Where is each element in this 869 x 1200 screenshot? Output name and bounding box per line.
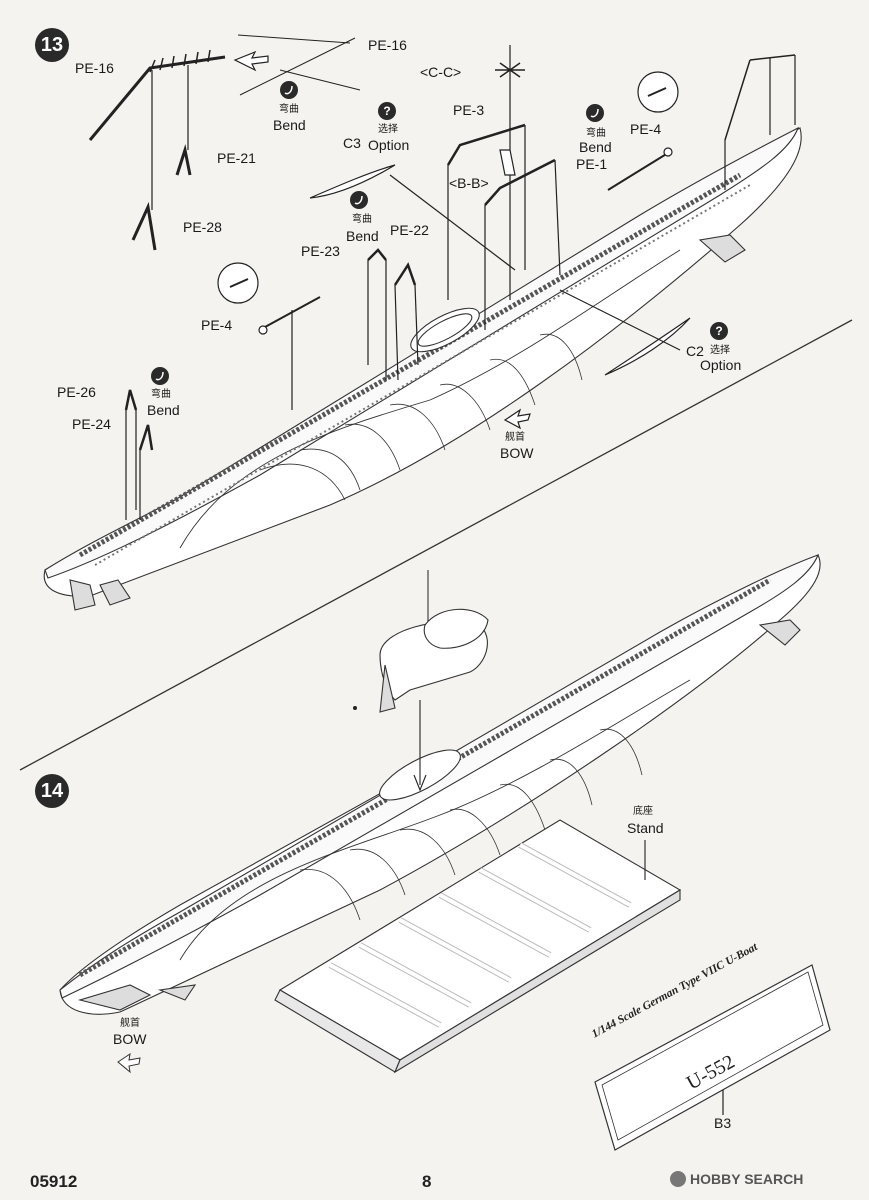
- bow1-cn: 舰首: [505, 432, 525, 443]
- bend2-en: Bend: [579, 139, 612, 155]
- label-pe1: PE-1: [576, 156, 608, 172]
- step-divider: [19, 319, 853, 771]
- step-13-number: 13: [35, 28, 69, 62]
- bend3-en: Bend: [346, 228, 379, 244]
- label-pe4-left: PE-4: [201, 317, 233, 333]
- c2-option-en: Option: [700, 357, 742, 373]
- step13-parts: [88, 34, 796, 520]
- label-pe24: PE-24: [72, 416, 111, 432]
- label-pe3: PE-3: [453, 102, 485, 118]
- submarine-step13: [43, 126, 802, 611]
- conning-tower: [379, 570, 489, 792]
- stand-base: [274, 819, 682, 1074]
- stand-en: Stand: [627, 820, 664, 836]
- label-c2: C2: [686, 343, 704, 359]
- label-pe21: PE-21: [217, 150, 256, 166]
- label-pe28: PE-28: [183, 219, 222, 235]
- label-c3: C3: [343, 135, 361, 151]
- label-b3: B3: [714, 1115, 732, 1131]
- label-pe22: PE-22: [390, 222, 429, 238]
- bend1-en: Bend: [273, 117, 306, 133]
- label-pe4-top: PE-4: [630, 121, 662, 137]
- c3-option-en: Option: [368, 137, 410, 153]
- label-cc-section: <C-C>: [420, 64, 462, 80]
- watermark-logo-icon: [670, 1171, 686, 1187]
- label-bb-section: <B-B>: [449, 175, 489, 191]
- nameplate-b3: [594, 964, 831, 1151]
- bow2-en: BOW: [113, 1031, 147, 1047]
- step-14-number: 14: [35, 774, 69, 808]
- stand-cn: 底座: [633, 806, 653, 817]
- bow1-en: BOW: [500, 445, 534, 461]
- c2-option-cn: 选择: [710, 345, 730, 356]
- bend2-cn: 弯曲: [586, 128, 606, 139]
- label-pe26: PE-26: [57, 384, 96, 400]
- bend4-en: Bend: [147, 402, 180, 418]
- label-pe16-left: PE-16: [75, 60, 114, 76]
- watermark: HOBBY SEARCH: [670, 1171, 803, 1187]
- bow2-cn: 舰首: [120, 1018, 140, 1029]
- label-pe16-right: PE-16: [368, 37, 407, 53]
- bend3-cn: 弯曲: [352, 214, 372, 225]
- label-pe23: PE-23: [301, 243, 340, 259]
- c3-option-cn: 选择: [378, 124, 398, 135]
- bend4-cn: 弯曲: [151, 389, 171, 400]
- product-code: 05912: [30, 1172, 78, 1191]
- bend1-cn: 弯曲: [279, 104, 299, 115]
- page-number: 8: [422, 1172, 432, 1191]
- submarine-step14: [59, 554, 821, 1015]
